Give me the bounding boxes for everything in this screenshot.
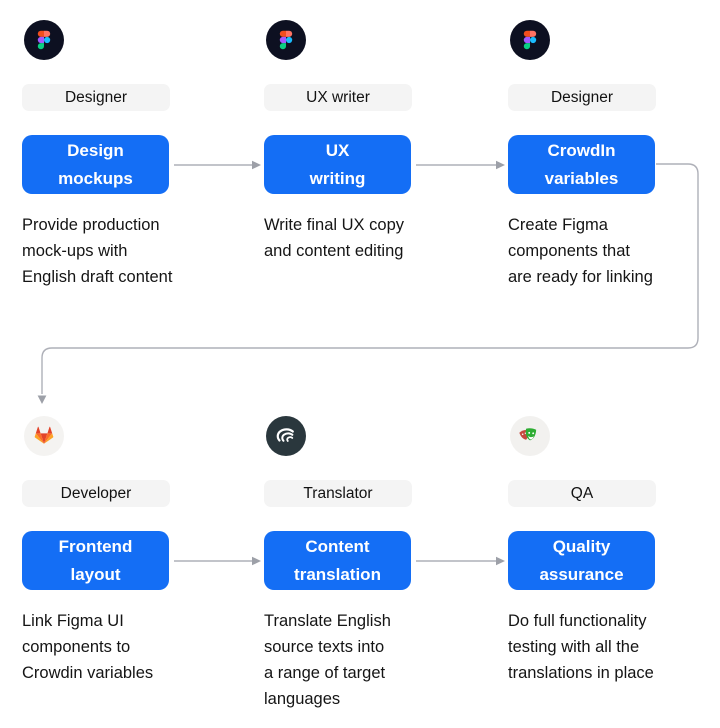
role-label: Translator [303, 484, 373, 502]
step-description: Do full functionality testing with all t… [508, 612, 654, 682]
step-description: Write final UX copy and content editing [264, 216, 404, 260]
crowdin-icon [266, 416, 306, 456]
step-description: Create Figma components that are ready f… [508, 216, 653, 286]
role-label: Developer [60, 484, 132, 502]
arrowhead-row1-a [252, 160, 261, 170]
step-node: Frontend layout [22, 531, 169, 590]
step-node: Content translation [264, 531, 411, 590]
figma-icon [24, 20, 64, 60]
step-description: Translate English source texts into a ra… [264, 612, 391, 708]
arrowhead-row1-b [496, 160, 505, 170]
step-node: Design mockups [22, 135, 169, 194]
figma-icon [510, 20, 550, 60]
role-badge: UX writer [264, 84, 412, 111]
role-label: QA [570, 484, 594, 502]
role-badge: Designer [508, 84, 656, 111]
role-badge: Developer [22, 480, 170, 507]
gitlab-icon [24, 416, 64, 456]
role-label: Designer [550, 88, 614, 106]
figma-icon [266, 20, 306, 60]
playwright-icon [510, 416, 550, 456]
role-badge: Translator [264, 480, 412, 507]
step-description: Provide production mock-ups with English… [22, 216, 173, 286]
arrowhead-down [37, 395, 47, 404]
step-node: Quality assurance [508, 531, 655, 590]
step-node: UX writing [264, 135, 411, 194]
role-badge: QA [508, 480, 656, 507]
role-label: UX writer [306, 88, 370, 106]
step-description: Link Figma UI components to Crowdin vari… [22, 612, 154, 682]
role-badge: Designer [22, 84, 170, 111]
arrowhead-row2-b [496, 556, 505, 566]
role-label: Designer [64, 88, 128, 106]
step-node: CrowdIn variables [508, 135, 655, 194]
arrowhead-row2-a [252, 556, 261, 566]
